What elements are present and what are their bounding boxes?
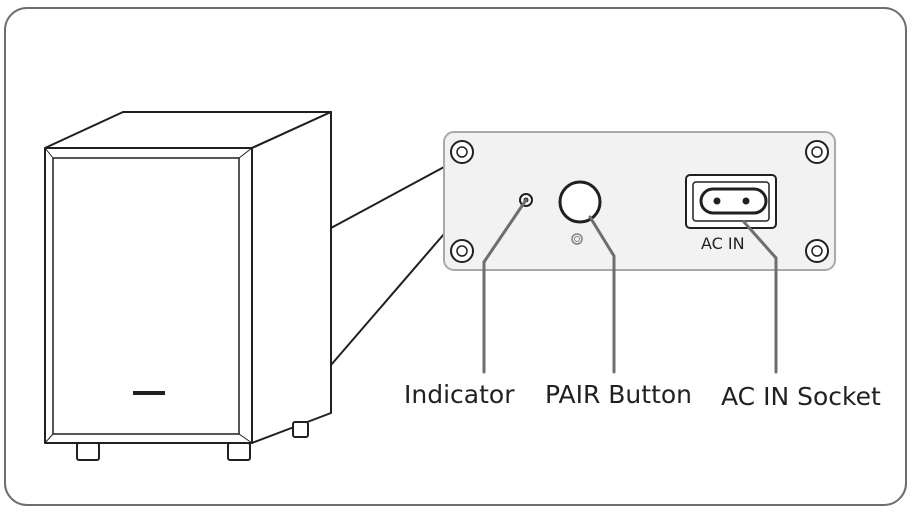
subwoofer-side xyxy=(251,111,332,444)
indicator-label: Indicator xyxy=(404,380,515,409)
ac-in-panel-label: AC IN xyxy=(701,234,745,253)
zoom-line-bottom xyxy=(330,233,445,366)
brand-logo xyxy=(133,391,165,395)
leader-ac-in-socket xyxy=(742,220,778,374)
ac-in-socket-icon xyxy=(699,187,768,215)
pair-button-marker-icon xyxy=(571,233,583,245)
leader-indicator xyxy=(482,198,528,374)
subwoofer-foot-back xyxy=(292,421,309,438)
leader-pair-button xyxy=(588,215,616,374)
subwoofer-foot-left xyxy=(76,442,100,461)
subwoofer xyxy=(44,111,332,461)
screw-icon xyxy=(450,140,829,263)
subwoofer-front-inner xyxy=(52,157,240,435)
subwoofer-foot-right xyxy=(227,442,251,461)
zoom-line-top xyxy=(330,166,445,229)
back-panel xyxy=(443,131,836,271)
pair-button-icon xyxy=(558,180,602,224)
pair-button-label: PAIR Button xyxy=(545,380,693,409)
ac-in-socket-label: AC IN Socket xyxy=(721,382,881,411)
